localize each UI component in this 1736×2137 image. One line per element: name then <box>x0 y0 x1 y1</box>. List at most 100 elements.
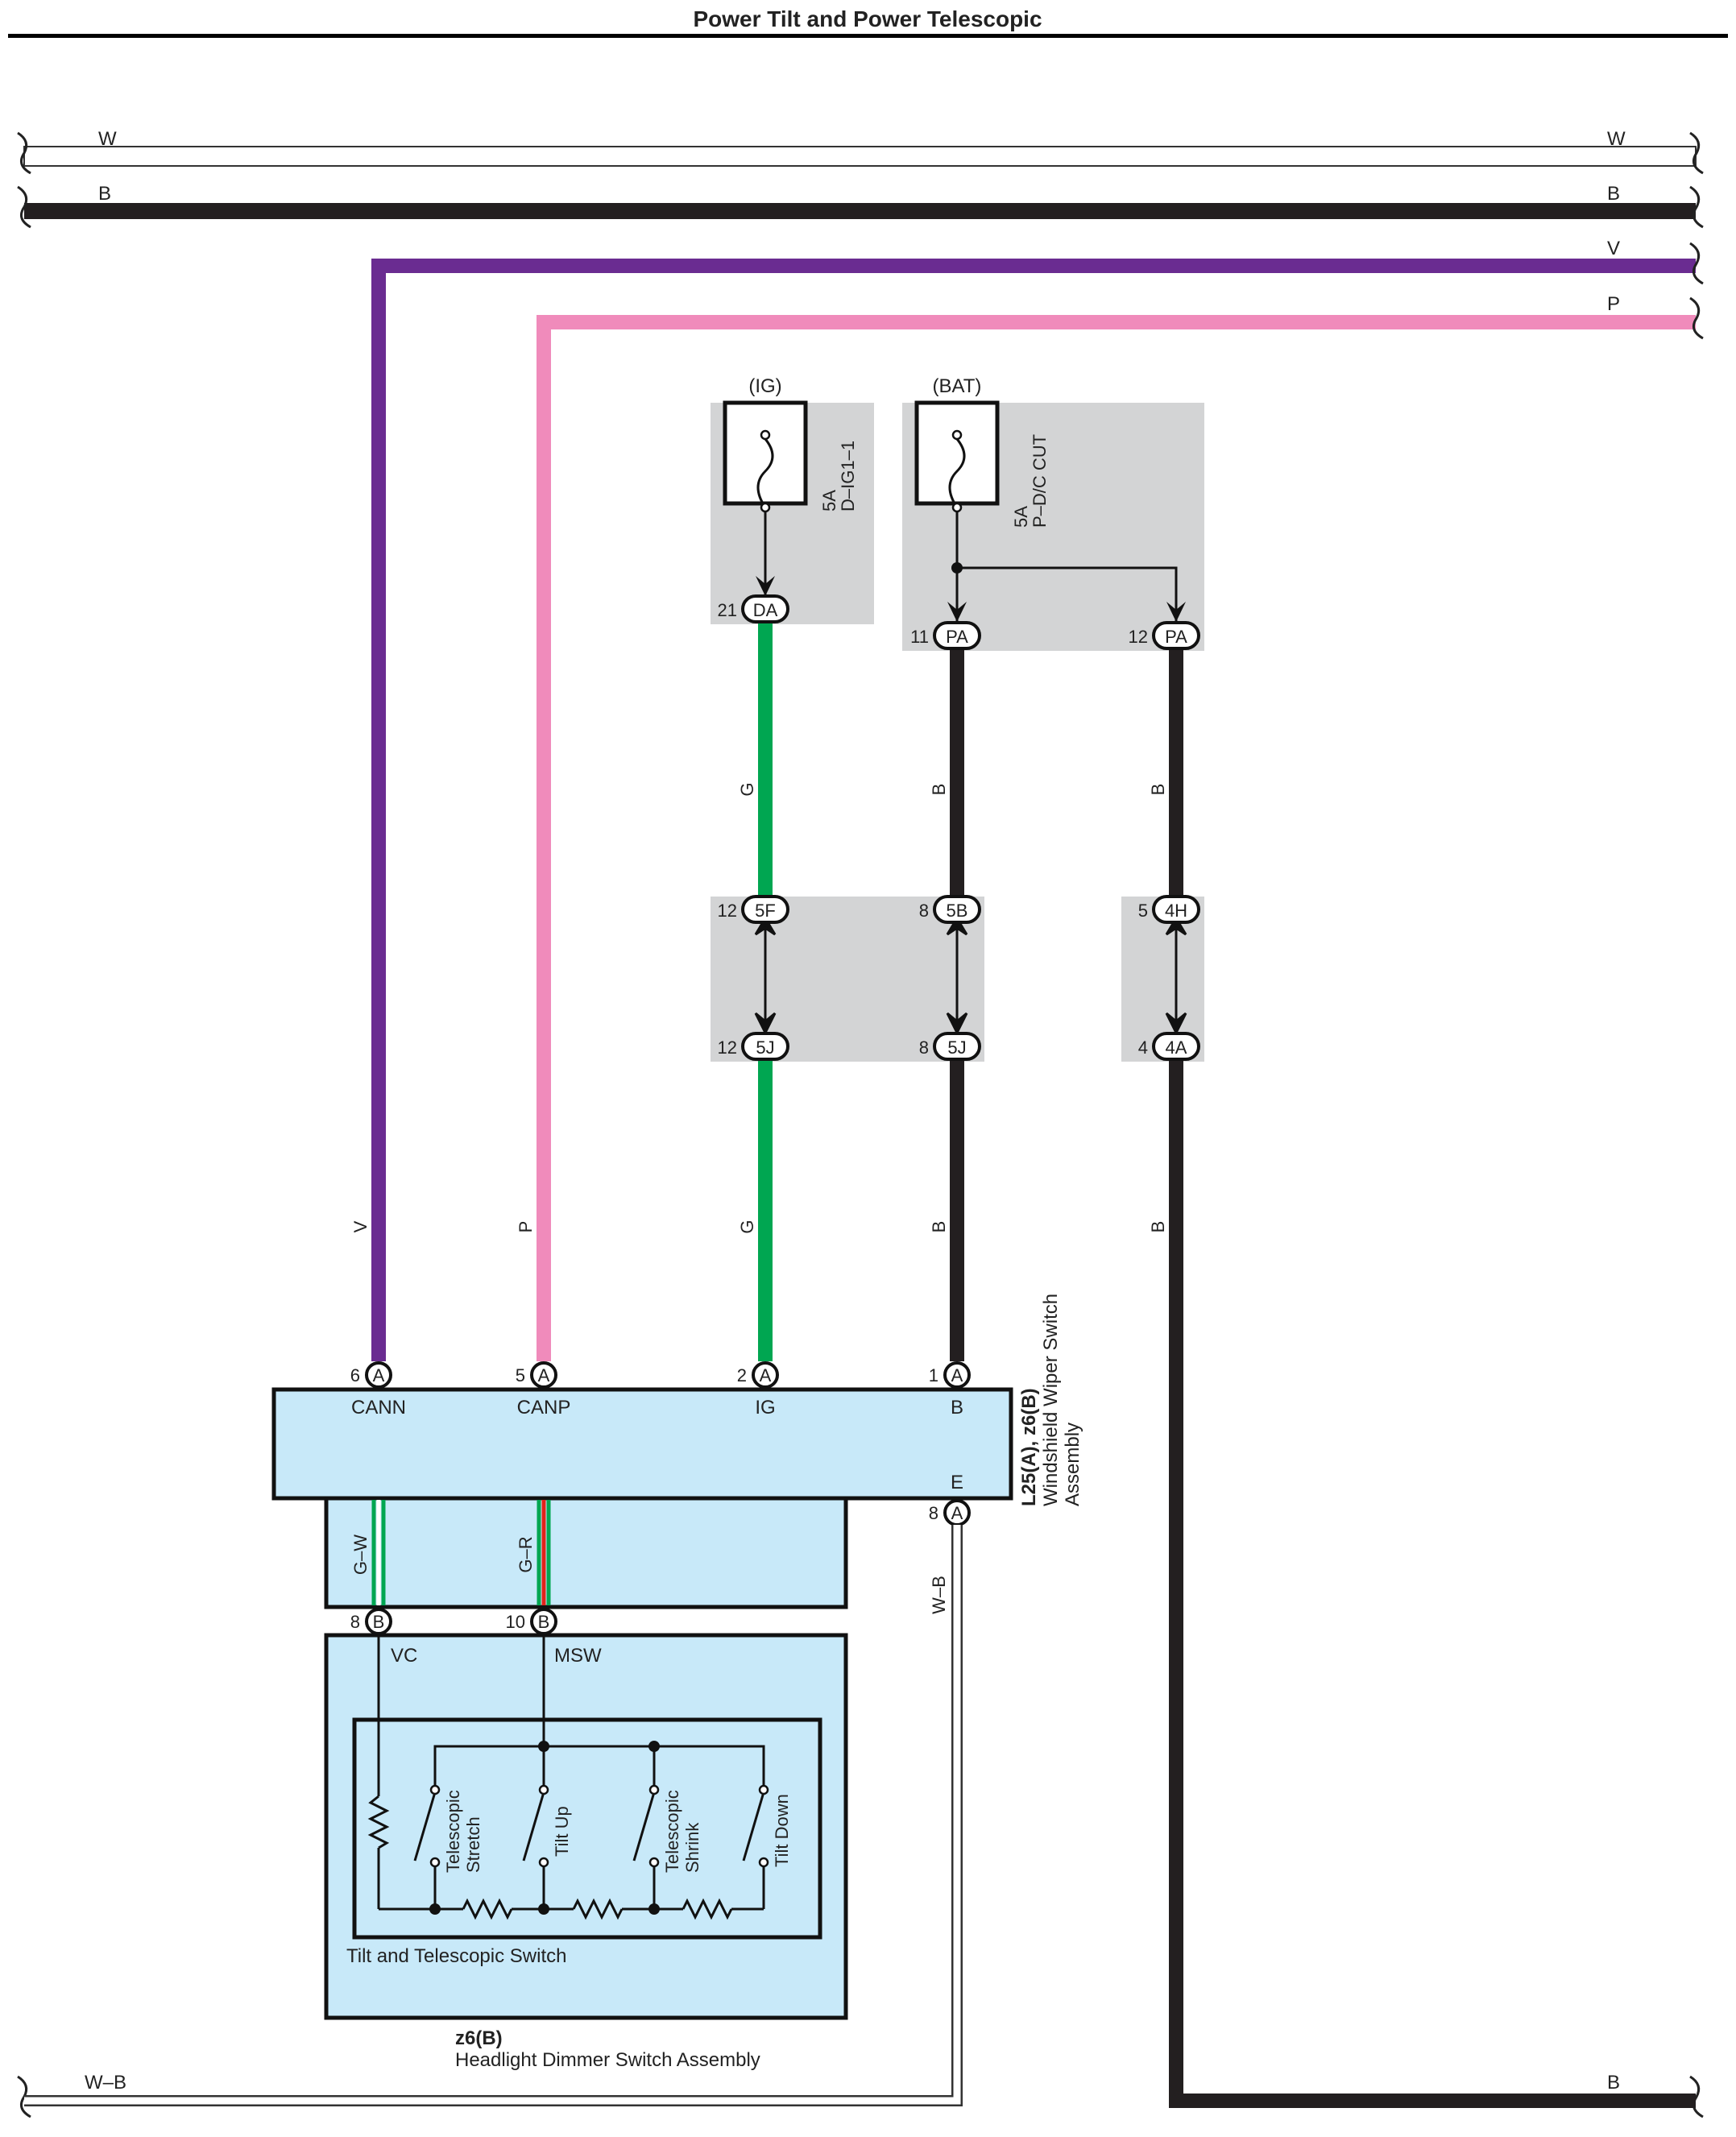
ig-supply-label: (IG) <box>748 375 781 397</box>
w-bus-label-left: W <box>98 128 117 150</box>
switch-circuit <box>367 1634 765 1920</box>
w-bus-label-right: W <box>1607 128 1626 150</box>
switch-label-telescopic-stretch-2: Stretch <box>463 1816 483 1873</box>
svg-text:5J: 5J <box>756 1037 774 1058</box>
pin-label-b: B <box>951 1397 963 1418</box>
pin-label-ig: IG <box>755 1397 775 1418</box>
bat-fuse: (BAT) 5A P–D/C CUT <box>914 375 1186 622</box>
top-bus-wires <box>23 146 1697 1361</box>
connector-5f <box>741 895 789 924</box>
v-wire <box>371 259 1696 1361</box>
svg-text:A: A <box>951 1365 963 1385</box>
bat-fuse-name: P–D/C CUT <box>1030 434 1050 528</box>
wiper-switch-lower-body <box>324 1496 848 1609</box>
svg-text:PA: PA <box>1165 627 1187 647</box>
ig-fuse-name: D–IG1–1 <box>838 441 858 511</box>
svg-text:12: 12 <box>718 1037 737 1058</box>
svg-text:P: P <box>516 1221 536 1233</box>
svg-text:A: A <box>538 1365 550 1385</box>
svg-text:V: V <box>350 1220 371 1232</box>
b2-wire-lower <box>1169 1057 1696 2108</box>
pin-label-msw: MSW <box>554 1645 602 1667</box>
svg-text:B: B <box>1148 1221 1168 1233</box>
svg-text:5F: 5F <box>755 901 776 921</box>
svg-text:G: G <box>737 1220 757 1233</box>
svg-text:1: 1 <box>929 1365 938 1385</box>
switch-contacts <box>429 1784 769 1868</box>
svg-text:8: 8 <box>919 1037 929 1058</box>
wiper-switch-code: L25(A), z6(B) <box>1018 1388 1040 1506</box>
pin-label-canp: CANP <box>517 1397 571 1418</box>
connector-5b <box>933 895 981 924</box>
switch-label-telescopic-shrink-2: Shrink <box>682 1822 702 1873</box>
wiper-switch-name-2: Assembly <box>1062 1423 1083 1506</box>
switch-blade-telescopic-stretch <box>413 1791 437 1862</box>
svg-text:4H: 4H <box>1165 901 1187 921</box>
bat-fuse-body <box>914 400 1000 506</box>
switch-label-tilt-up: Tilt Up <box>552 1806 572 1857</box>
connector-4a <box>1152 1032 1200 1061</box>
svg-text:4A: 4A <box>1166 1037 1187 1058</box>
svg-text:12: 12 <box>718 901 737 921</box>
switch-blade-tilt-down <box>742 1791 765 1862</box>
internal-striped-wires: G–W G–R <box>350 1500 551 1605</box>
bat-supply-label: (BAT) <box>933 375 982 397</box>
switch-blade-telescopic-shrink <box>632 1791 656 1862</box>
connector-pa-11 <box>933 621 981 650</box>
svg-text:10: 10 <box>506 1612 525 1632</box>
w-bus-wire <box>23 146 1697 167</box>
wiper-switch-name: Windshield Wiper Switch <box>1040 1294 1062 1506</box>
svg-text:G: G <box>737 782 757 796</box>
connector-4h <box>1152 895 1200 924</box>
ig-fuse: (IG) 5A D–IG1–1 <box>723 375 858 596</box>
svg-text:B: B <box>1148 784 1168 796</box>
svg-text:PA: PA <box>946 627 968 647</box>
svg-text:W–B: W–B <box>929 1576 949 1614</box>
b-bus-label-bottom-right: B <box>1607 2072 1620 2094</box>
svg-text:12: 12 <box>1129 627 1148 647</box>
p-wire <box>537 315 1696 1361</box>
wire-labels: G B B V P G B B <box>350 782 1168 1233</box>
tilt-telescopic-switch-box <box>352 1717 822 1940</box>
switch-label-telescopic-stretch: Telescopic <box>443 1790 463 1873</box>
switch-nodes <box>429 1741 660 1915</box>
svg-text:8: 8 <box>919 901 929 921</box>
connector-5j-g <box>741 1032 789 1061</box>
ig-fuse-icon <box>756 438 774 508</box>
wiper-switch-pins: A 6 CANN A 5 CANP A 2 IG A 1 B E A 8 <box>350 1361 971 1526</box>
b-bus-label-right: B <box>1607 183 1620 205</box>
svg-text:DA: DA <box>753 600 778 620</box>
svg-text:A: A <box>951 1503 963 1523</box>
ig-fuse-rating: 5A <box>819 490 839 511</box>
switch-label-tilt-down: Tilt Down <box>772 1794 792 1867</box>
svg-text:G–W: G–W <box>350 1534 371 1575</box>
ig-fuse-body <box>723 400 808 506</box>
connector-pa-12 <box>1152 621 1200 650</box>
svg-text:B: B <box>538 1612 550 1632</box>
bat-fuse-icon <box>948 438 966 508</box>
svg-text:B: B <box>929 1221 949 1233</box>
switch-blade-tilt-up <box>522 1791 545 1862</box>
svg-text:A: A <box>760 1365 772 1385</box>
page-title: Power Tilt and Power Telescopic <box>693 6 1042 31</box>
svg-text:5B: 5B <box>947 901 968 921</box>
wiper-switch-body <box>271 1387 1013 1501</box>
pin-label-e: E <box>951 1472 963 1493</box>
wb-bus-label-left: W–B <box>85 2072 126 2094</box>
headlight-dimmer-switch-assembly: B 8 B 10 VC MSW <box>324 1608 848 2071</box>
svg-text:5: 5 <box>1138 901 1148 921</box>
connector-da <box>741 594 789 623</box>
svg-text:B: B <box>373 1612 385 1632</box>
pin-label-cann: CANN <box>351 1397 406 1418</box>
svg-text:11: 11 <box>910 627 929 647</box>
svg-text:5J: 5J <box>947 1037 966 1058</box>
title-underline <box>8 34 1728 38</box>
svg-text:4: 4 <box>1138 1037 1148 1058</box>
svg-text:A: A <box>373 1365 385 1385</box>
b-bus-label-left: B <box>98 183 111 205</box>
svg-text:B: B <box>929 784 949 796</box>
svg-text:8: 8 <box>350 1612 360 1632</box>
switch-label-telescopic-shrink: Telescopic <box>662 1790 682 1873</box>
wb-ground-wire: W–B W–B B <box>24 1525 1620 2106</box>
